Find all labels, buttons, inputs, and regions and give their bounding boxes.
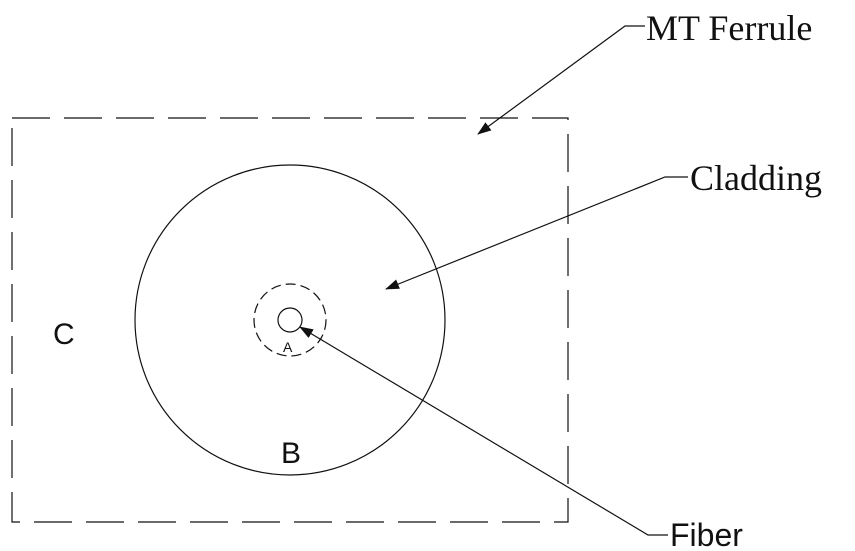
region-a-label: A bbox=[283, 339, 293, 355]
mt-ferrule-leader-line bbox=[477, 25, 645, 135]
fiber-region-a-circle bbox=[253, 283, 327, 357]
mt-ferrule-label: MT Ferrule bbox=[646, 8, 812, 48]
cladding-circle bbox=[134, 164, 446, 476]
region-b-label: B bbox=[281, 437, 301, 470]
fiber-label: Fiber bbox=[670, 517, 743, 551]
cladding-label: Cladding bbox=[690, 158, 822, 198]
region-c-label: C bbox=[53, 318, 75, 351]
fiber-core-circle bbox=[277, 307, 303, 333]
fiber-leader-line bbox=[299, 326, 668, 536]
cladding-leader-line bbox=[385, 176, 688, 290]
ferrule-outline bbox=[11, 117, 569, 523]
